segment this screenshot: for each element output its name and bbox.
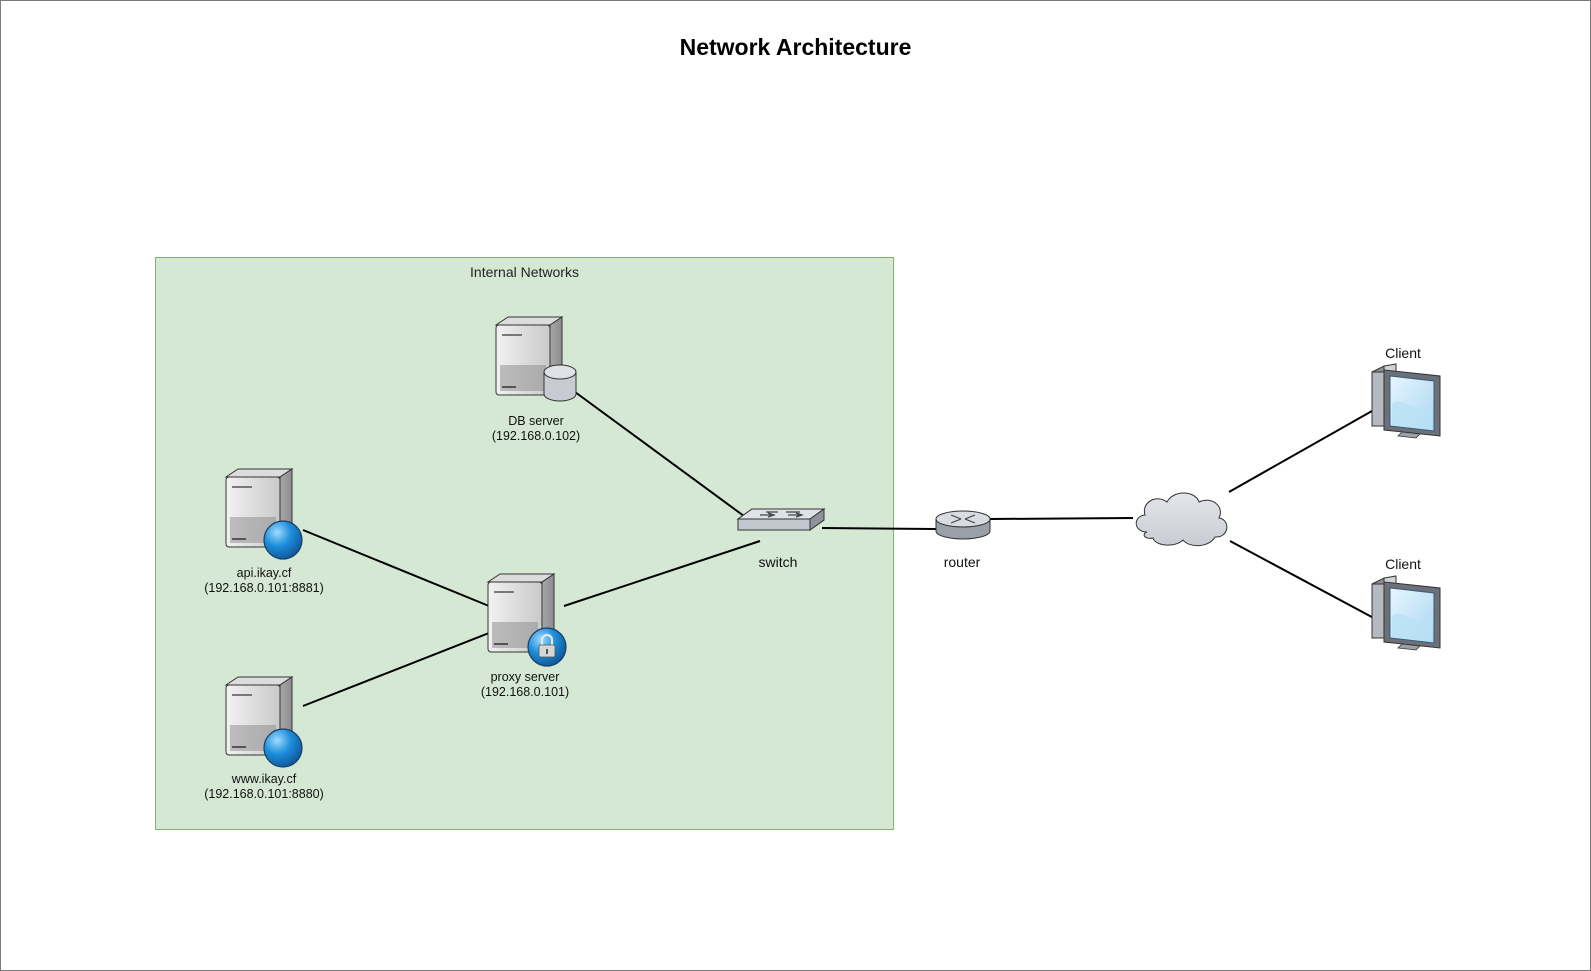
proxy-server-label: proxy server (192.168.0.101) xyxy=(481,670,569,699)
link-switch-router xyxy=(821,527,937,530)
db-server-address: (192.168.0.102) xyxy=(491,428,581,443)
cloud-icon[interactable] xyxy=(1135,492,1228,547)
client-2-label: Client xyxy=(1385,556,1421,572)
diagram-title: Network Architecture xyxy=(679,34,912,60)
link-router-cloud xyxy=(989,517,1134,520)
db-server-name: DB server xyxy=(508,414,564,428)
client-1-label: Client xyxy=(1385,345,1421,361)
client-pc-icon[interactable] xyxy=(1371,575,1441,651)
www-server-address: (192.168.0.101:8880) xyxy=(204,786,324,801)
switch-icon[interactable] xyxy=(736,508,826,531)
db-server-label: DB server (192.168.0.102) xyxy=(492,414,580,443)
client-pc-icon[interactable] xyxy=(1371,363,1441,439)
api-server-name: api.ikay.cf xyxy=(236,566,292,580)
secure-server-icon[interactable] xyxy=(486,573,567,667)
link-db-switch xyxy=(574,391,749,520)
www-server-name: www.ikay.cf xyxy=(231,772,297,786)
web-server-icon[interactable] xyxy=(224,676,303,768)
connections xyxy=(302,391,1384,707)
router-icon[interactable] xyxy=(935,510,991,540)
proxy-server-address: (192.168.0.101) xyxy=(480,684,570,699)
link-cloud-client1 xyxy=(1228,410,1373,493)
switch-label: switch xyxy=(758,554,798,570)
router-label: router xyxy=(943,554,981,570)
www-server-label: www.ikay.cf (192.168.0.101:8880) xyxy=(204,772,324,801)
web-server-icon[interactable] xyxy=(224,468,303,560)
link-api-proxy xyxy=(302,529,490,607)
api-server-address: (192.168.0.101:8881) xyxy=(204,580,324,595)
database-server-icon[interactable] xyxy=(494,316,577,402)
proxy-server-name: proxy server xyxy=(490,670,560,684)
link-www-proxy xyxy=(302,632,490,707)
api-server-label: api.ikay.cf (192.168.0.101:8881) xyxy=(204,566,324,595)
group-label: Internal Networks xyxy=(470,264,579,280)
link-proxy-switch xyxy=(563,540,761,607)
link-cloud-client2 xyxy=(1229,540,1384,624)
